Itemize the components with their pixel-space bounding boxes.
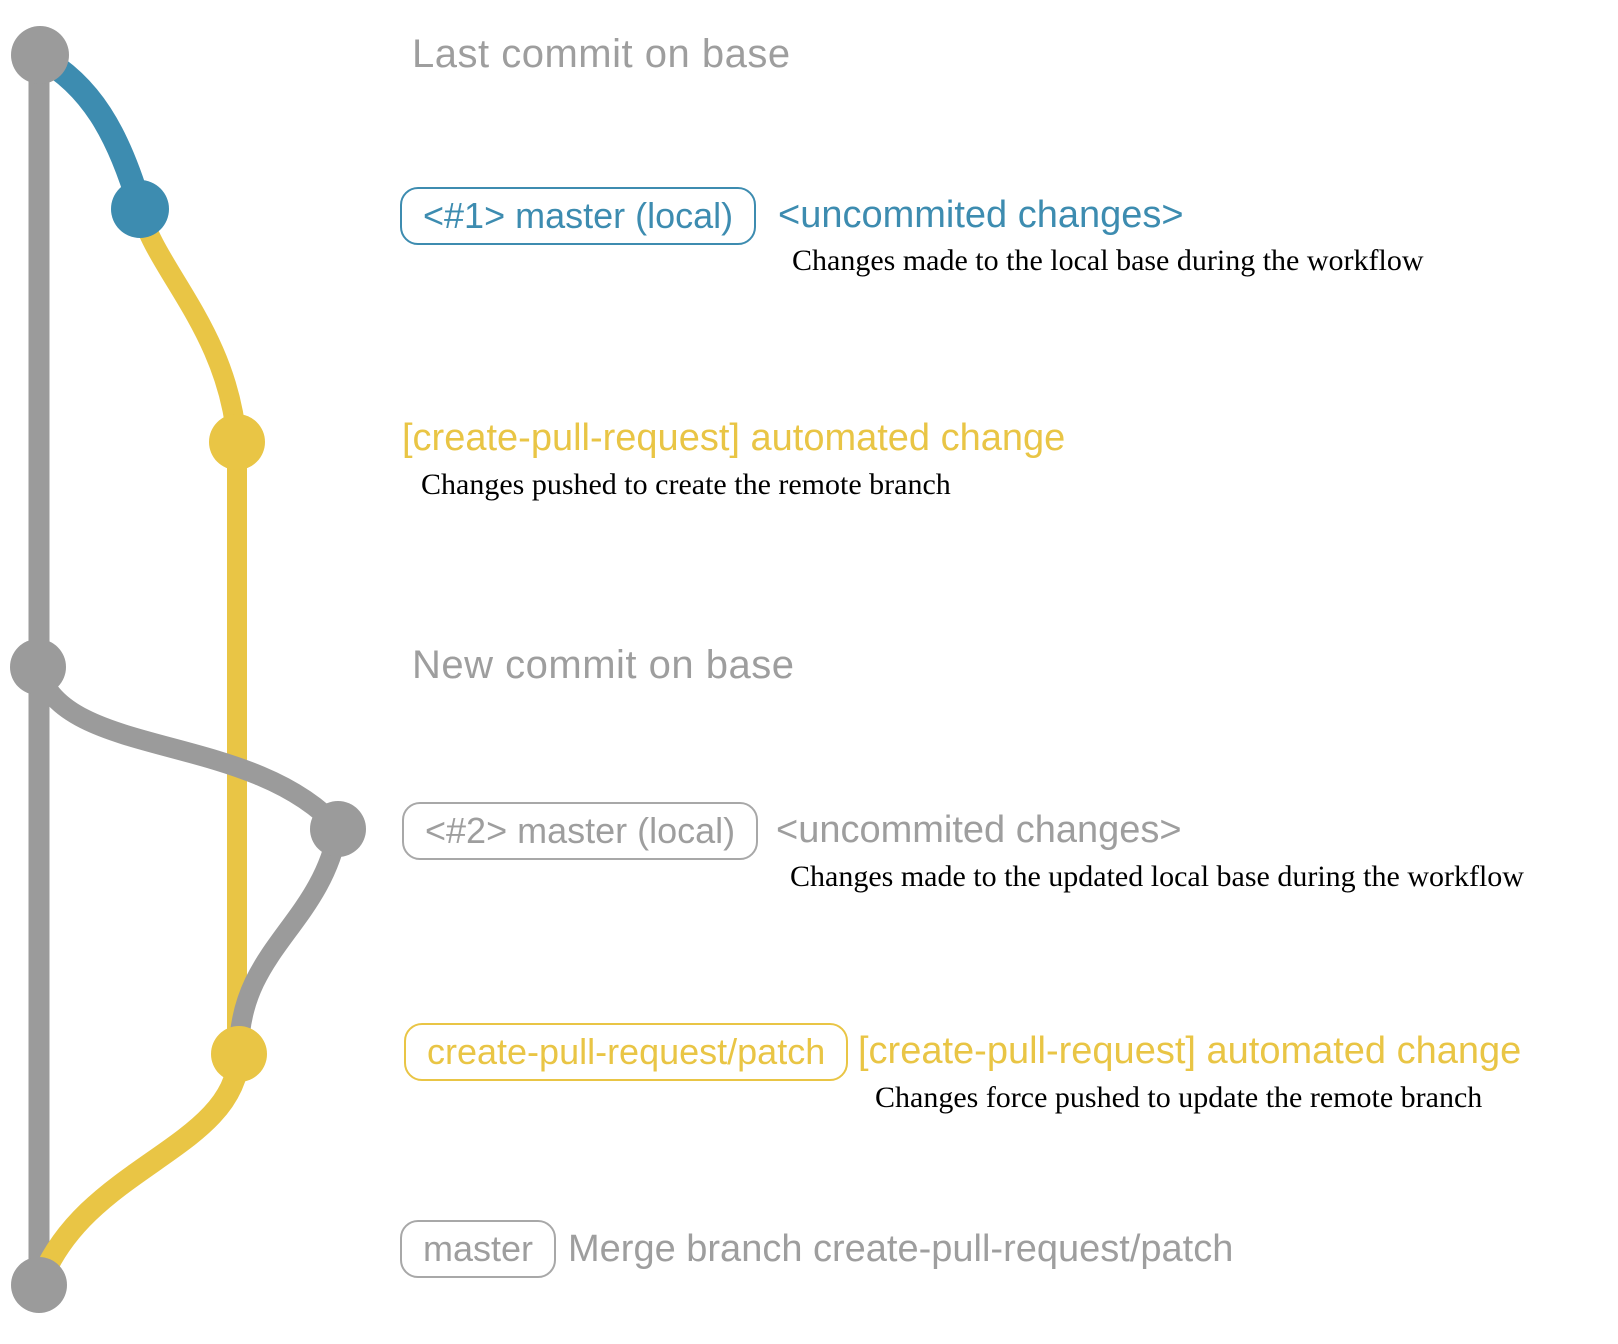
- commit-desc-uncommited-1: Changes made to the local base during th…: [792, 244, 1424, 277]
- label-last-commit-on-base: Last commit on base: [412, 32, 791, 76]
- branch-badge-master-local-2: <#2> master (local): [402, 802, 759, 860]
- commit-desc-automated-1: Changes pushed to create the remote bran…: [421, 468, 951, 501]
- commit-dot-local-2: [310, 801, 366, 857]
- commit-graph: [10, 26, 366, 1313]
- branch-badge-create-pull-request-patch: create-pull-request/patch: [404, 1023, 849, 1081]
- branch-badge-master: master: [400, 1220, 557, 1278]
- commit-title-merge: Merge branch create-pull-request/patch: [568, 1228, 1234, 1270]
- commit-dot-merge: [11, 1257, 67, 1313]
- commit-dot-local-1: [111, 180, 169, 238]
- commit-title-uncommited-2: <uncommited changes>: [776, 809, 1182, 851]
- branch-badge-master-local-1: <#1> master (local): [400, 187, 757, 245]
- commit-desc-uncommited-2: Changes made to the updated local base d…: [790, 860, 1524, 893]
- commit-title-automated-1: [create-pull-request] automated change: [402, 417, 1066, 459]
- commit-dot-remote-1: [209, 414, 265, 470]
- commit-dot-last-base: [11, 26, 69, 84]
- remote-merge-curve: [29, 1044, 250, 1294]
- remote-branch-line: [130, 199, 247, 1065]
- commit-title-automated-2: [create-pull-request] automated change: [858, 1030, 1522, 1072]
- commit-title-uncommited-1: <uncommited changes>: [778, 194, 1184, 236]
- commit-dot-new-base: [10, 639, 66, 695]
- label-new-commit-on-base: New commit on base: [412, 643, 795, 687]
- commit-dot-remote-2: [211, 1026, 267, 1082]
- local-branch-curve-2: [28, 657, 348, 838]
- commit-desc-automated-2: Changes force pushed to update the remot…: [875, 1081, 1483, 1114]
- force-push-curve: [229, 820, 348, 1060]
